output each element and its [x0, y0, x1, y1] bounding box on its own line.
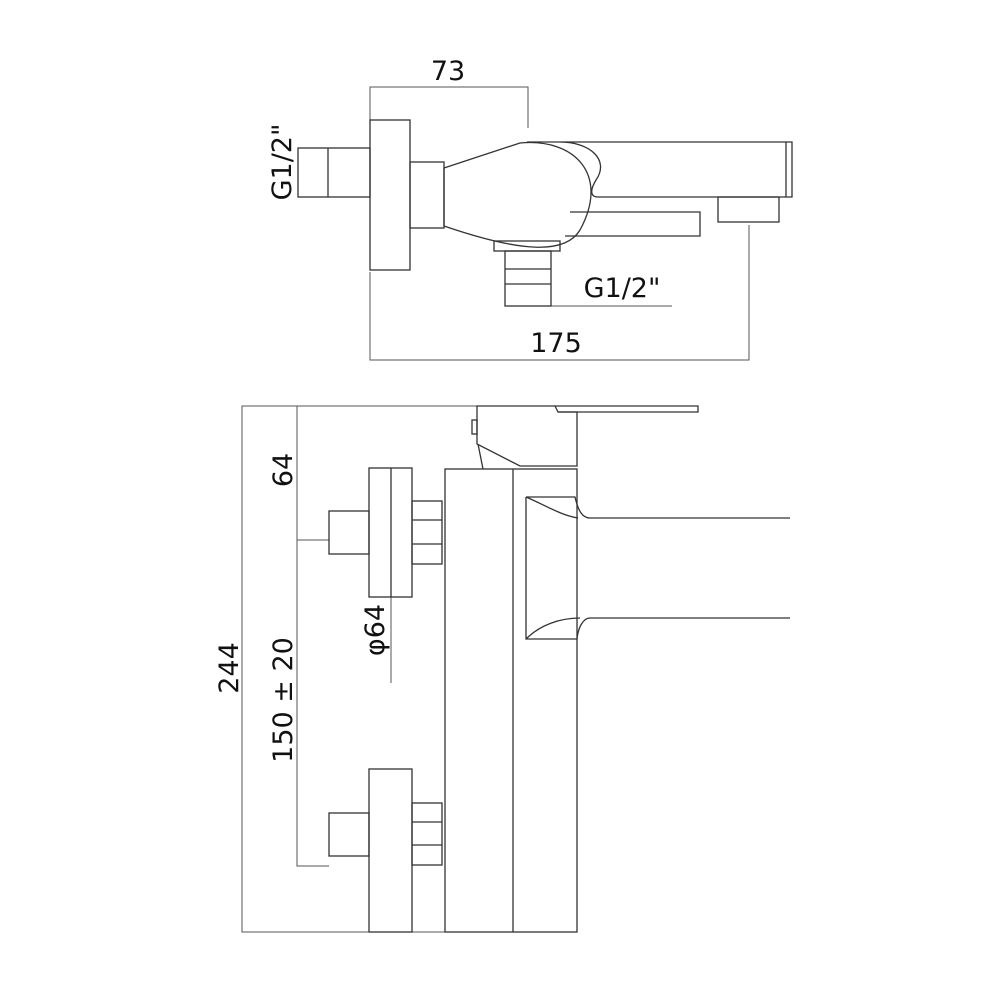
spout-top	[526, 496, 790, 519]
lever	[555, 405, 699, 413]
lower-nut	[411, 802, 443, 866]
dim-64-label: 64	[268, 453, 299, 487]
mixer-body	[444, 468, 578, 933]
dim-line-150	[296, 406, 329, 867]
handle-screw	[471, 419, 478, 435]
dim-line-73	[369, 86, 529, 128]
dim-line-244	[241, 405, 480, 933]
upper-inlet-stub	[328, 510, 370, 555]
dim-150-label: 150 ± 20	[268, 637, 299, 763]
dim-line-175	[369, 225, 750, 361]
lower-inlet-stub	[328, 812, 370, 857]
spout-bottom	[525, 497, 790, 640]
outlet-thread-label: G1/2"	[584, 273, 661, 304]
handle-housing	[476, 405, 578, 467]
aerator	[717, 196, 780, 223]
upper-nut	[411, 500, 443, 565]
inlet-thread-label: G1/2"	[267, 124, 298, 201]
mixer-body	[443, 141, 592, 248]
dim-175-label: 175	[530, 328, 582, 359]
collar	[409, 161, 445, 229]
dim-244-label: 244	[214, 642, 245, 694]
inlet-stub	[297, 147, 371, 198]
outlet-connector	[504, 250, 552, 307]
wall-flange	[369, 119, 411, 271]
top-view: 73 175 G1/2" G1/2"	[267, 56, 793, 361]
lower-flange	[368, 768, 413, 933]
lever-base	[565, 211, 701, 237]
spout	[527, 141, 793, 198]
dim-phi64-label: φ64	[360, 604, 391, 656]
dim-73-label: 73	[431, 56, 465, 87]
front-view: 64 150 ± 20 244 φ64	[214, 405, 790, 933]
